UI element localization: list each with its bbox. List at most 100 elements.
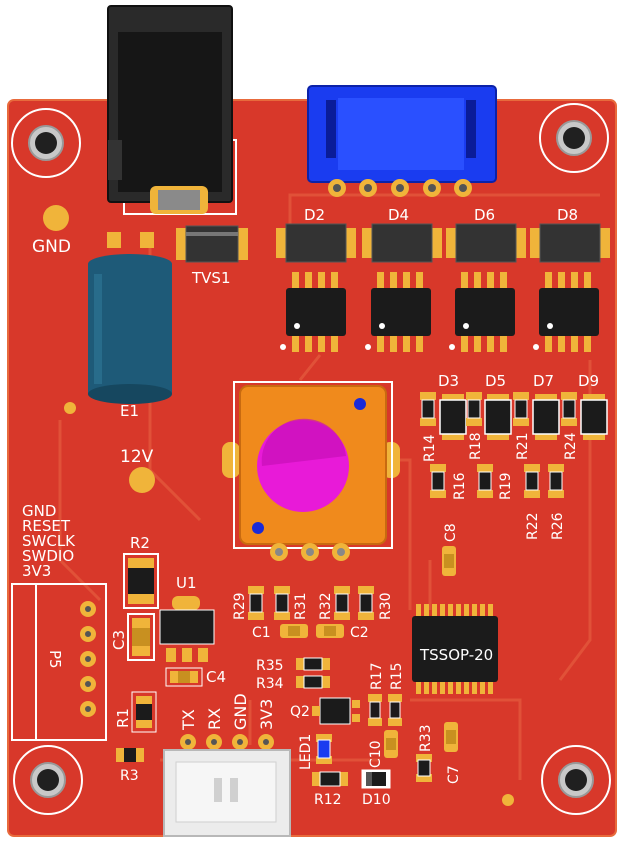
resistor-r30 [358,586,374,620]
capacitor-c4 [165,667,203,687]
d9-label: D9 [578,372,599,390]
diode-d10 [361,769,391,789]
r30-label: R30 [378,592,394,620]
via [502,794,514,806]
capacitor-c1 [280,624,308,638]
r29-label: R29 [232,592,248,620]
diode-d6 [446,223,526,263]
soic8-chip-3 [449,272,515,352]
r3-label: R3 [120,768,139,784]
diode-d4 [362,223,442,263]
capacitor-c2 [316,624,344,638]
r14-label: R14 [422,434,438,462]
resistor-r34 [296,675,330,689]
u1-label: U1 [176,574,197,592]
r32-label: R32 [318,592,334,620]
r1-label: R1 [114,708,132,728]
diode-d8 [530,223,610,263]
electrolytic-capacitor-e1 [88,232,172,404]
capacitor-c7 [444,722,458,752]
uart-header [163,734,291,837]
diode-d2 [276,223,356,263]
resistor-r29 [248,586,264,620]
transistor-q2 [312,697,360,725]
q2-label: Q2 [290,704,310,720]
via [64,402,76,414]
tvs1-label: TVS1 [191,269,231,287]
soic8-chip-4 [533,272,599,352]
c2-label: C2 [350,625,369,641]
r18-label: R18 [468,432,484,460]
r33-label: R33 [418,724,434,752]
c8-label: C8 [443,523,459,542]
soic8-chip-1 [280,272,346,352]
resistor-r2 [123,553,159,609]
uart-gnd-label: GND [231,693,250,730]
resistor-r31 [274,586,290,620]
mounting-hole-tl [11,108,81,178]
swd-swdio-label: SWDIO [22,547,74,565]
uart-3v3-label: 3V3 [257,699,276,730]
swd-swclk-label: SWCLK [22,532,76,550]
c10-label: C10 [368,740,384,768]
swd-gnd-label: GND [22,502,56,520]
mounting-hole-tr [539,103,609,173]
resistor-r19 [477,464,493,498]
gnd-testpoint [43,205,69,231]
resistor-r24 [561,392,577,426]
uart-tx-label: TX [179,709,198,731]
r26-label: R26 [550,512,566,540]
led1 [316,734,332,764]
tssop20-chip [412,604,498,694]
resistor-r14 [420,392,436,426]
resistor-r35 [296,657,330,671]
gnd-label-top: GND [32,237,71,257]
d5-label: D5 [485,372,506,390]
r2-label: R2 [130,534,150,552]
d2-label: D2 [304,206,325,224]
diode-d5 [484,394,512,440]
r35-label: R35 [256,658,284,674]
tvs1-diode [176,225,248,263]
mounting-hole-br [541,745,611,815]
d4-label: D4 [388,206,409,224]
c4-label: C4 [206,668,226,686]
r17-label: R17 [369,662,385,690]
r12-label: R12 [314,792,342,808]
resistor-r17 [368,694,382,726]
resistor-r32 [334,586,350,620]
c7-label: C7 [446,765,462,784]
regulator-u1 [159,596,215,662]
tssop-label: TSSOP-20 [419,646,493,664]
resistor-r16 [430,464,446,498]
soic8-chip-2 [365,272,431,352]
d10-label: D10 [362,792,391,808]
d3-label: D3 [438,372,459,390]
resistor-r3 [116,748,144,762]
resistor-r22 [524,464,540,498]
resistor-r12 [312,771,348,787]
e1-label: E1 [120,402,139,420]
r16-label: R16 [452,472,468,500]
resistor-r18 [466,392,482,426]
dc-barrel-jack [107,5,237,215]
12v-testpoint [129,467,155,493]
swd-3v3-label: 3V3 [22,562,51,580]
d6-label: D6 [474,206,495,224]
resistor-r21 [513,392,529,426]
swd-reset-label: RESET [22,517,71,535]
c1-label: C1 [252,625,271,641]
diode-d3 [439,394,467,440]
resistor-r26 [548,464,564,498]
resistor-r15 [388,694,402,726]
c3-label: C3 [110,630,128,650]
swd-header-p5 [11,583,107,741]
r15-label: R15 [389,662,405,690]
r24-label: R24 [563,432,579,460]
diode-d9 [580,394,608,440]
r22-label: R22 [525,512,541,540]
capacitor-c8 [442,546,456,576]
r21-label: R21 [515,432,531,460]
resistor-r1 [131,691,157,733]
